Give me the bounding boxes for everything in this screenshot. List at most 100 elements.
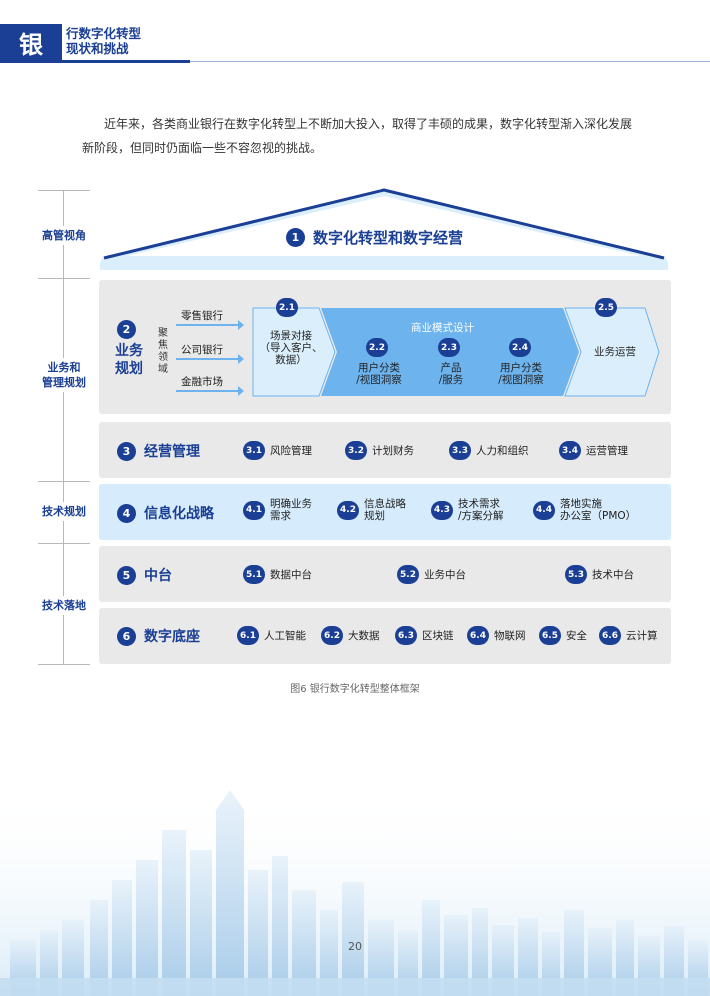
arrow-icon [176, 386, 244, 396]
base-item: 6.2 大数据 [321, 626, 380, 645]
step-2-5-label: 业务运营 [594, 346, 636, 358]
ops-item-number: 3.1 [243, 441, 265, 460]
header-title: 行数字化转型 现状和挑战 [66, 26, 141, 56]
middle-item: 5.2 业务中台 [397, 565, 466, 584]
step-2-4-line2: /视图洞察 [498, 374, 544, 386]
step-2-3-label: 产品 /服务 [419, 362, 483, 386]
step-2-2-line1: 用户分类 [358, 362, 400, 374]
header-badge: 银 [0, 24, 62, 60]
roof-label: 数字化转型和数字经营 [313, 229, 464, 247]
base-item-label: 安全 [566, 629, 587, 642]
base-item: 6.1 人工智能 [237, 626, 306, 645]
middle-item-label: 数据中台 [270, 568, 312, 581]
base-item: 6.5 安全 [539, 626, 587, 645]
digital-foundation-label: 数字底座 [144, 629, 200, 645]
ops-item-number: 3.4 [559, 441, 581, 460]
ops-item-label: 计划财务 [372, 444, 414, 457]
axis-tick [38, 664, 90, 665]
base-item-number: 6.5 [539, 626, 561, 645]
axis-label-tech-plan: 技术规划 [32, 502, 96, 521]
channel-retail: 零售银行 [181, 310, 223, 322]
middle-item-number: 5.3 [565, 565, 587, 584]
axis-label-senior: 高管视角 [32, 226, 96, 245]
operations-label: 经营管理 [144, 444, 200, 460]
it-item-number: 4.3 [431, 500, 453, 520]
middle-platform-title: 5 中台 [117, 565, 172, 585]
business-model-title: 商业模式设计 [411, 322, 474, 334]
ops-item-label: 人力和组织 [476, 444, 529, 457]
base-item-number: 6.1 [237, 626, 259, 645]
axis-tick [38, 481, 90, 482]
axis-tick [38, 190, 90, 191]
channel-corporate: 公司银行 [181, 344, 223, 356]
header-title-line1: 行数字化转型 [66, 26, 142, 41]
base-item-number: 6.4 [467, 626, 489, 645]
digital-foundation-number: 6 [117, 626, 136, 646]
it-item-label: 落地实施办公室（PMO） [560, 498, 636, 522]
axis-label-tech-land: 技术落地 [32, 596, 96, 615]
base-item-label: 区块链 [422, 629, 454, 642]
step-2-1-line1: 场景对接 [270, 330, 312, 342]
axis-tick [38, 278, 90, 279]
business-number: 2 [117, 320, 136, 339]
roof-number: 1 [286, 228, 305, 247]
business-title-line1: 业务 [115, 343, 143, 359]
intro-paragraph: 近年来，各类商业银行在数字化转型上不断加大投入，取得了丰硕的成果，数字化转型渐入… [82, 117, 633, 155]
base-item-label: 云计算 [626, 629, 658, 642]
roof-title: 1 数字化转型和数字经营 [286, 227, 463, 248]
base-item-label: 大数据 [348, 629, 380, 642]
it-item-label: 明确业务需求 [270, 498, 312, 522]
city-skyline-illustration [0, 790, 710, 996]
it-item-line1: 信息战略 [364, 498, 406, 510]
header-rule-thick [0, 60, 190, 63]
it-item-number: 4.4 [533, 500, 555, 520]
step-2-1-line3: 数据） [275, 354, 307, 366]
axis-tick [38, 543, 90, 544]
middle-item-number: 5.2 [397, 565, 419, 584]
it-item-line2: 需求 [270, 510, 291, 522]
channel-markets: 金融市场 [181, 376, 223, 388]
axis-label-business-line1: 业务和 [47, 361, 81, 374]
step-2-4-label: 用户分类 /视图洞察 [485, 362, 557, 386]
ops-item-number: 3.3 [449, 441, 471, 460]
it-item-line2: 规划 [364, 510, 385, 522]
it-item-number: 4.1 [243, 500, 265, 520]
axis-label-business-line2: 管理规划 [42, 376, 86, 389]
step-2-4-line1: 用户分类 [500, 362, 542, 374]
middle-item-label: 业务中台 [424, 568, 466, 581]
it-strategy-label: 信息化战略 [144, 506, 214, 522]
it-item-line1: 技术需求 [458, 498, 500, 510]
axis-label-business: 业务和 管理规划 [32, 358, 96, 392]
it-item-label: 信息战略规划 [364, 498, 406, 522]
base-item-label: 人工智能 [264, 629, 306, 642]
business-title-line2: 规划 [115, 361, 143, 377]
step-2-1-label: 场景对接 （导入客户、 数据） [253, 330, 329, 366]
step-2-1-number: 2.1 [276, 298, 298, 317]
base-item-number: 6.2 [321, 626, 343, 645]
base-item-number: 6.3 [395, 626, 417, 645]
it-item-line2: 办公室（PMO） [560, 510, 637, 522]
digital-foundation-title: 6 数字底座 [117, 626, 200, 646]
business-title: 业务 规划 [109, 342, 149, 378]
step-2-3-line2: /服务 [438, 374, 464, 386]
step-2-5-number: 2.5 [595, 298, 617, 317]
it-strategy-title: 4 信息化战略 [117, 503, 214, 523]
axis-line [63, 190, 64, 664]
header-rule-thin [190, 61, 710, 62]
roof-shape [99, 188, 669, 270]
it-item-line1: 明确业务 [270, 498, 312, 510]
operations-title: 3 经营管理 [117, 441, 200, 461]
it-item-line1: 落地实施 [560, 498, 602, 510]
